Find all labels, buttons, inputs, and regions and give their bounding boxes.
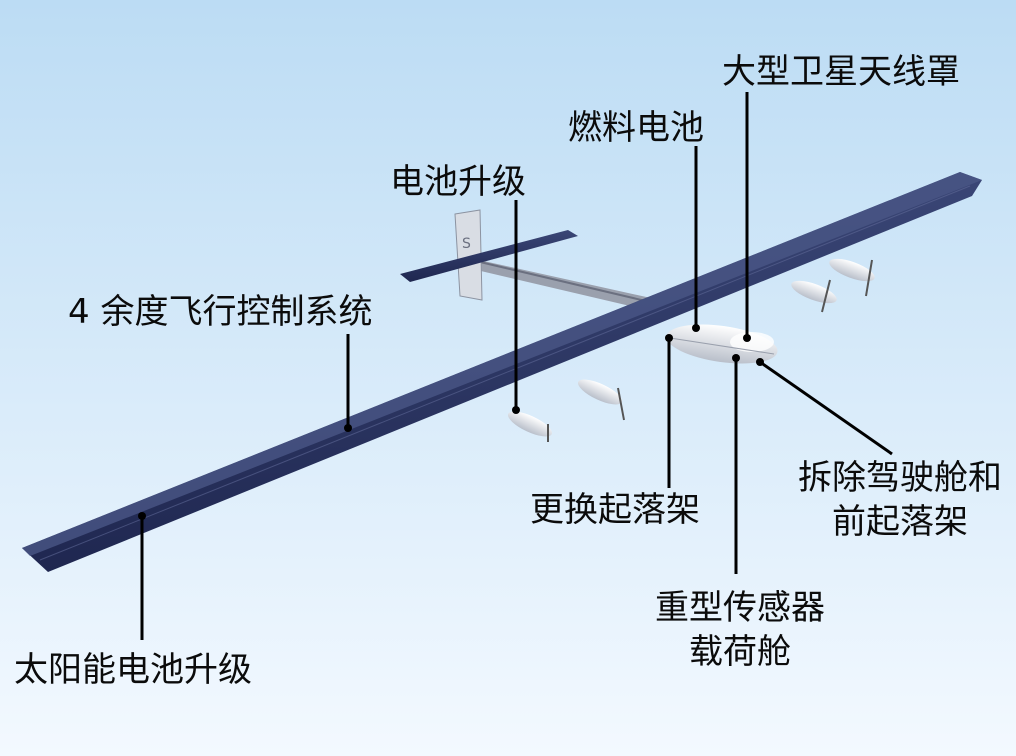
engine-pod-right-inner — [577, 379, 625, 421]
engine-pod-left-outer — [791, 279, 837, 313]
label-replace-landing-gear: 更换起落架 — [530, 490, 700, 530]
label-heavy-sensor-group: 重型传感器 载荷舱 — [630, 586, 850, 674]
label-remove-cockpit-group: 拆除驾驶舱和 前起落架 — [790, 456, 1010, 544]
label-satellite-antenna-radome: 大型卫星天线罩 — [722, 52, 960, 92]
label-battery-upgrade: 电池升级 — [390, 162, 526, 202]
label-remove-cockpit-line2: 前起落架 — [832, 502, 968, 542]
svg-text:S: S — [462, 236, 471, 252]
label-heavy-sensor-line2: 载荷舱 — [689, 632, 791, 672]
label-heavy-sensor-line1: 重型传感器 — [655, 588, 825, 628]
horizontal-stabilizer — [400, 230, 578, 282]
leader-lines — [140, 92, 893, 640]
label-flight-control-system: 4 余度飞行控制系统 — [68, 292, 373, 332]
leader-dots — [138, 324, 764, 520]
fuselage-pod — [666, 324, 778, 364]
engine-pod-right-outer — [829, 258, 875, 297]
engine-pod-left-inner — [507, 411, 553, 442]
label-fuel-cell: 燃料电池 — [568, 108, 704, 148]
label-solar-cell-upgrade: 太阳能电池升级 — [14, 650, 252, 690]
leader-remove-cockpit — [759, 360, 893, 456]
label-remove-cockpit-line1: 拆除驾驶舱和 — [798, 458, 1002, 498]
